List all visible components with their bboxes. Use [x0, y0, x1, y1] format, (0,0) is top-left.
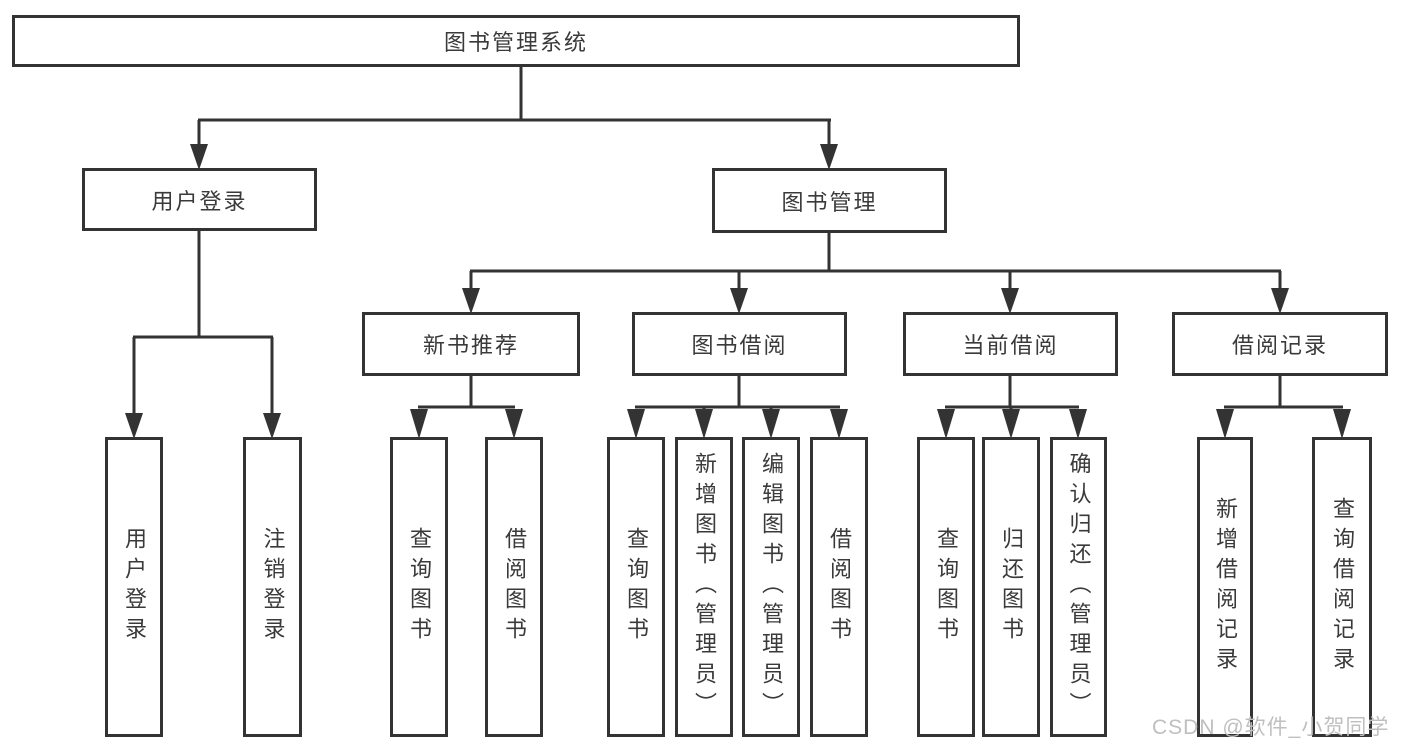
- node-leaf-logout: 注销登录: [243, 437, 302, 737]
- node-leaf-borrow-books-bb-label: 借阅图书: [827, 527, 852, 647]
- connector-borrow-records-to-leaves: [1216, 376, 1351, 439]
- node-leaf-query-books-bb-label: 查询图书: [624, 527, 649, 647]
- node-book-mgmt-branch-label: 图书管理: [781, 189, 878, 215]
- node-root-system-label: 图书管理系统: [443, 30, 588, 55]
- node-leaf-user-login-label: 用户登录: [122, 527, 147, 647]
- arrowhead-leaf-query-books-bb: [627, 409, 645, 439]
- node-current-borrowing-label: 当前借阅: [962, 333, 1059, 358]
- node-book-borrowing: 图书借阅: [632, 312, 847, 376]
- arrowhead-leaf-return-books: [1002, 409, 1020, 439]
- csdn-watermark: CSDN @软件_小贺同学: [1152, 716, 1390, 739]
- node-leaf-borrow-books-rec: 借阅图书: [485, 437, 543, 737]
- node-new-book-rec-label: 新书推荐: [422, 333, 519, 358]
- connector-new-book-rec-to-leaves: [410, 376, 523, 439]
- node-borrow-records: 借阅记录: [1172, 312, 1388, 376]
- arrowhead-leaf-user-login: [125, 413, 143, 439]
- arrowhead-leaf-query-books-cb: [937, 409, 955, 439]
- connector-user-login-to-leaves: [125, 230, 281, 439]
- node-leaf-add-borrow-record: 新增借阅记录: [1197, 437, 1253, 737]
- node-leaf-query-books-rec-label: 查询图书: [407, 527, 432, 647]
- node-leaf-borrow-books-rec-label: 借阅图书: [502, 527, 527, 647]
- connector-current-borrowing-to-leaves: [937, 376, 1087, 439]
- node-borrow-records-label: 借阅记录: [1231, 333, 1328, 358]
- arrowhead-new-book-rec: [462, 288, 480, 314]
- arrowhead-borrow-records: [1271, 288, 1289, 314]
- arrowhead-current-borrowing: [1001, 288, 1019, 314]
- arrowhead-leaf-add-borrow-record: [1216, 409, 1234, 439]
- connector-book-borrowing-to-leaves: [627, 376, 848, 439]
- node-leaf-query-books-rec: 查询图书: [390, 437, 448, 737]
- node-leaf-confirm-return-admin-label: 确认归还（管理员）: [1066, 452, 1092, 722]
- node-leaf-query-borrow-record-label: 查询借阅记录: [1330, 497, 1355, 677]
- node-current-borrowing: 当前借阅: [903, 312, 1118, 376]
- node-user-login-branch: 用户登录: [82, 168, 317, 231]
- node-user-login-branch-label: 用户登录: [151, 188, 248, 214]
- node-leaf-query-books-cb: 查询图书: [917, 437, 975, 737]
- node-leaf-edit-books-admin-label: 编辑图书（管理员）: [759, 452, 784, 722]
- connector-root-to-level2: [190, 67, 838, 170]
- node-book-borrowing-label: 图书借阅: [691, 333, 788, 358]
- arrowhead-book-mgmt-branch: [820, 144, 838, 170]
- node-leaf-edit-books-admin: 编辑图书（管理员）: [742, 437, 800, 737]
- connector-book-mgmt-to-level3: [462, 233, 1289, 314]
- node-book-mgmt-branch: 图书管理: [712, 168, 947, 233]
- arrowhead-leaf-query-books-rec: [410, 409, 428, 439]
- arrowhead-leaf-edit-books: [762, 409, 780, 439]
- arrowhead-leaf-query-borrow-record: [1333, 409, 1351, 439]
- node-root-system: 图书管理系统: [12, 15, 1020, 67]
- arrowhead-leaf-borrow-books-rec: [505, 409, 523, 439]
- arrowhead-user-login-branch: [190, 144, 208, 170]
- arrowhead-leaf-confirm-return: [1069, 409, 1087, 439]
- node-new-book-rec: 新书推荐: [362, 312, 580, 376]
- node-leaf-borrow-books-bb: 借阅图书: [810, 437, 868, 737]
- arrowhead-book-borrowing: [730, 288, 748, 314]
- arrowhead-leaf-borrow-books-bb: [830, 409, 848, 439]
- node-leaf-query-books-cb-label: 查询图书: [934, 527, 959, 647]
- node-leaf-query-borrow-record: 查询借阅记录: [1312, 437, 1372, 737]
- node-leaf-add-borrow-record-label: 新增借阅记录: [1213, 497, 1238, 677]
- node-leaf-add-books-admin-label: 新增图书（管理员）: [692, 452, 717, 722]
- node-leaf-add-books-admin: 新增图书（管理员）: [675, 437, 733, 737]
- node-leaf-query-books-bb: 查询图书: [607, 437, 665, 737]
- node-leaf-confirm-return-admin: 确认归还（管理员）: [1050, 437, 1107, 737]
- arrowhead-leaf-add-books: [695, 409, 713, 439]
- node-leaf-return-books-label: 归还图书: [999, 527, 1024, 647]
- arrowhead-leaf-logout: [263, 413, 281, 439]
- node-leaf-user-login: 用户登录: [105, 437, 163, 737]
- node-leaf-return-books: 归还图书: [982, 437, 1040, 737]
- node-leaf-logout-label: 注销登录: [260, 527, 286, 647]
